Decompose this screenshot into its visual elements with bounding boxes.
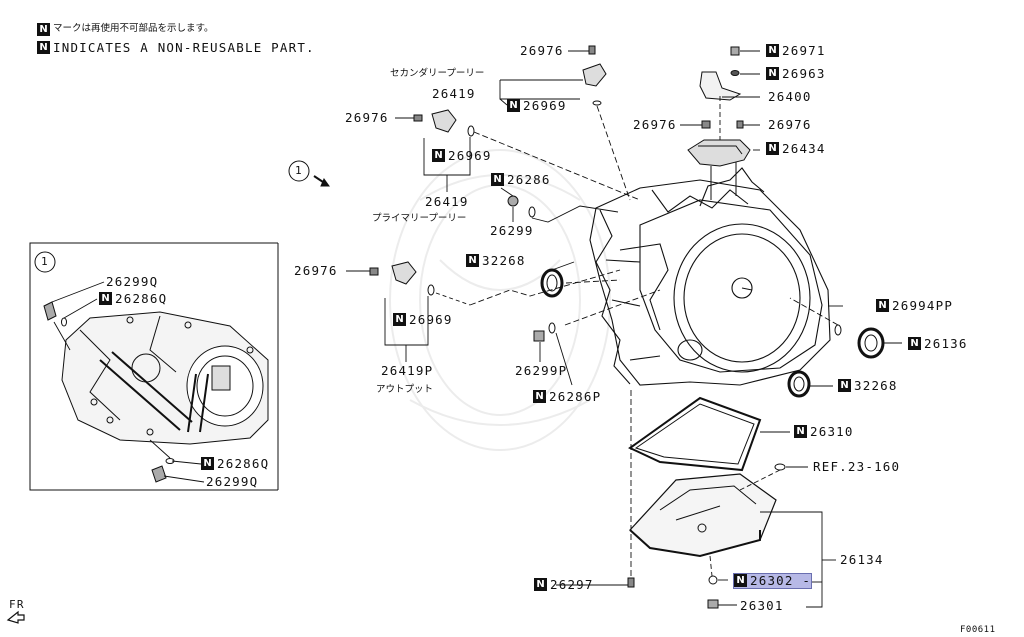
non-reusable-icon: N [37, 41, 50, 54]
non-reusable-icon: N [766, 142, 779, 155]
part-26976-left[interactable]: 26976 [345, 110, 389, 125]
inset-part-26299Q-a[interactable]: 26299Q [106, 274, 159, 289]
bracket-26400 [699, 71, 742, 101]
plug-26299P [533, 330, 545, 342]
inset-number-label: 1 [41, 255, 49, 268]
oil-seal-32268a [540, 268, 564, 298]
non-reusable-icon: N [491, 173, 504, 186]
label-primary-pulley: プライマリープーリー [372, 213, 467, 224]
part-26976-low[interactable]: 26976 [294, 263, 338, 278]
inset-transmission [61, 311, 269, 445]
part-26976-right[interactable]: 26976 [768, 117, 812, 132]
legend-jp-text: マークは再使用不可部品を示します。 [53, 23, 214, 34]
bolts-26434 [701, 120, 744, 129]
oil-pan-26134 [629, 473, 777, 558]
non-reusable-icon: N [908, 337, 921, 350]
inset-part-26299Q-b[interactable]: 26299Q [206, 474, 259, 489]
part-26419P[interactable]: 26419P [381, 363, 434, 378]
washer-26302 [708, 575, 718, 585]
callout-1-circle [288, 160, 310, 182]
non-reusable-icon: N [534, 578, 547, 591]
solenoid-26434 [687, 139, 751, 200]
oil-seal-32268b [787, 370, 811, 398]
non-reusable-icon: N [766, 67, 779, 80]
sensor-output [369, 261, 435, 296]
washer-26963 [730, 70, 740, 76]
part-26301[interactable]: 26301 [740, 598, 784, 613]
inset-plugs [43, 301, 175, 483]
part-26299[interactable]: 26299 [490, 223, 534, 238]
callout-1-label[interactable]: 1 [295, 164, 303, 177]
transmission-case [589, 167, 831, 386]
watermark [389, 149, 611, 451]
part-26400[interactable]: 26400 [768, 89, 812, 104]
plug-26301 [707, 599, 719, 609]
inset-number-circle [34, 251, 56, 273]
part-26976-mid[interactable]: 26976 [633, 117, 677, 132]
non-reusable-icon: N [432, 149, 445, 162]
gasket-26310 [628, 396, 762, 472]
non-reusable-icon: N [533, 390, 546, 403]
front-label: FR [9, 598, 25, 611]
non-reusable-icon: N [507, 99, 520, 112]
sensor-primary [413, 109, 475, 137]
front-arrow [6, 610, 25, 624]
part-26134[interactable]: 26134 [840, 552, 884, 567]
leader-lines [346, 50, 902, 608]
part-26419-top[interactable]: 26419 [432, 86, 476, 101]
sensor-secondary [582, 45, 607, 106]
part-26299P[interactable]: 26299P [515, 363, 568, 378]
oil-seal-26136 [857, 327, 885, 359]
label-output: アウトプット [376, 384, 434, 395]
non-reusable-icon: N [766, 44, 779, 57]
non-reusable-icon: N [99, 292, 112, 305]
non-reusable-icon: N [393, 313, 406, 326]
non-reusable-icon: N [876, 299, 889, 312]
legend-en-text: INDICATES A NON-REUSABLE PART. [53, 40, 315, 55]
non-reusable-icon: N [838, 379, 851, 392]
non-reusable-icon: N [201, 457, 214, 470]
ref-washer [774, 463, 786, 471]
label-secondary-pulley: セカンダリープーリー [390, 68, 485, 79]
non-reusable-icon: N [794, 425, 807, 438]
part-26976-top[interactable]: 26976 [520, 43, 564, 58]
non-reusable-icon: N [734, 574, 747, 587]
ref-23-160[interactable]: REF.23-160 [813, 459, 901, 474]
inset-leaders [51, 281, 205, 483]
bolt-26297 [627, 577, 635, 588]
non-reusable-icon: N [466, 254, 479, 267]
inset-frame [29, 242, 278, 491]
figure-code: F00611 [960, 625, 996, 635]
part-26419-mid[interactable]: 26419 [425, 194, 469, 209]
bolt-26971 [730, 46, 740, 56]
non-reusable-icon: N [37, 23, 50, 36]
plug-26299 [507, 195, 519, 207]
